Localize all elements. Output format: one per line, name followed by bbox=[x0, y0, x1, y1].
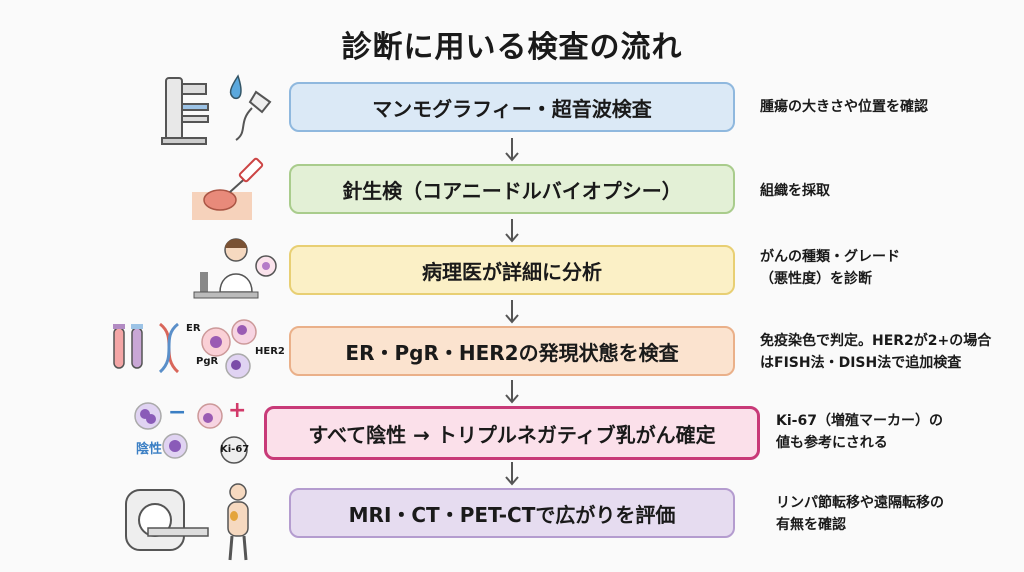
note-biopsy: 組織を採取 bbox=[760, 180, 830, 202]
pathologist-microscope-icon bbox=[193, 238, 277, 299]
ct-scanner-body-icon bbox=[125, 483, 249, 561]
arrow-down-icon bbox=[505, 380, 519, 404]
arrow-down-icon bbox=[505, 219, 519, 243]
note-line: 値も参考にされる bbox=[776, 435, 888, 451]
note-line: 有無を確認 bbox=[776, 517, 846, 533]
er-label: ER bbox=[186, 323, 201, 334]
note-line: （悪性度）を診断 bbox=[760, 271, 872, 287]
step-pathology: 病理医が詳細に分析 bbox=[289, 245, 735, 295]
note-line: Ki-67（増殖マーカー）の bbox=[776, 413, 943, 429]
step-tnbc-confirmed: すべて陰性 → トリプルネガティブ乳がん確定 bbox=[264, 406, 760, 460]
note-staging: リンパ節転移や遠隔転移の有無を確認 bbox=[776, 492, 944, 536]
plus-sign: + bbox=[228, 398, 247, 423]
note-receptor: 免疫染色で判定。HER2が2+の場合はFISH法・DISH法で追加検査 bbox=[760, 330, 991, 374]
step-receptor-test: ER・PgR・HER2の発現状態を検査 bbox=[289, 326, 735, 376]
mammography-ultrasound-icon bbox=[161, 74, 272, 145]
pgr-label: PgR bbox=[196, 356, 219, 367]
negative-cells-icon bbox=[134, 402, 248, 464]
needle-biopsy-icon bbox=[192, 157, 264, 220]
note-ki67: Ki-67（増殖マーカー）の値も参考にされる bbox=[776, 410, 943, 454]
page-title: 診断に用いる検査の流れ bbox=[341, 30, 683, 65]
arrow-down-icon bbox=[505, 138, 519, 162]
step-imaging: マンモグラフィー・超音波検査 bbox=[289, 82, 735, 132]
note-line: はFISH法・DISH法で追加検査 bbox=[760, 355, 962, 371]
step-staging: MRI・CT・PET-CTで広がりを評価 bbox=[289, 488, 735, 538]
note-line: 免疫染色で判定。HER2が2+の場合 bbox=[760, 333, 992, 349]
dna-icon bbox=[158, 322, 180, 374]
note-line: リンパ節転移や遠隔転移の bbox=[776, 495, 944, 511]
her2-label: HER2 bbox=[255, 346, 285, 357]
test-tubes-icon bbox=[113, 324, 143, 369]
minus-sign: − bbox=[168, 400, 187, 425]
ki67-label: Ki-67 bbox=[220, 444, 250, 455]
note-line: 腫瘍の大きさや位置を確認 bbox=[760, 99, 928, 115]
arrow-down-icon bbox=[505, 462, 519, 486]
note-line: がんの種類・グレード bbox=[760, 249, 900, 265]
note-imaging: 腫瘍の大きさや位置を確認 bbox=[760, 96, 928, 118]
arrow-down-icon bbox=[505, 300, 519, 324]
step-biopsy: 針生検（コアニードルバイオプシー） bbox=[289, 164, 735, 214]
negative-label: 陰性 bbox=[136, 442, 163, 457]
receptor-cells-icon bbox=[201, 319, 257, 379]
note-line: 組織を採取 bbox=[760, 183, 830, 199]
note-pathology: がんの種類・グレード （悪性度）を診断 bbox=[760, 246, 900, 290]
